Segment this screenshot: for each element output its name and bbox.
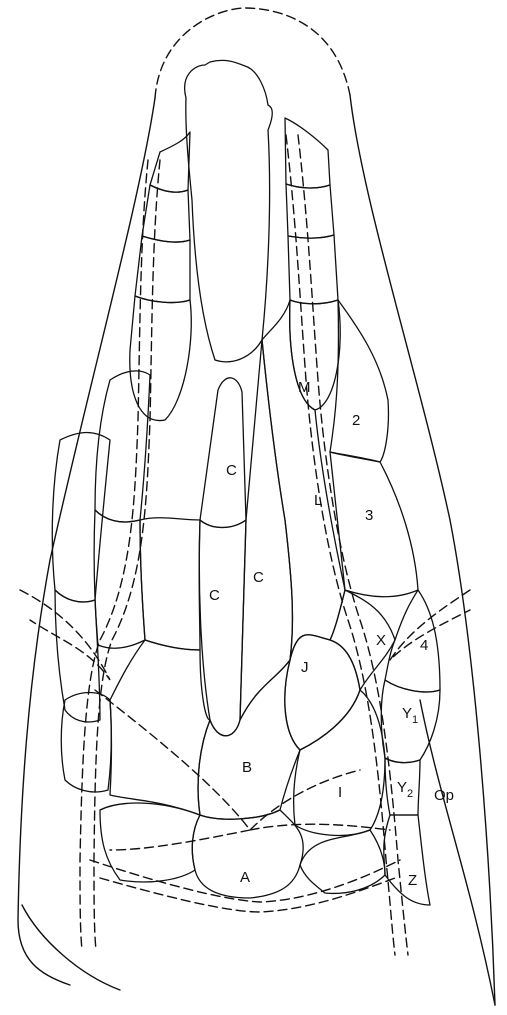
right-posterior-block bbox=[300, 830, 385, 893]
left-lateral-bone-6 bbox=[110, 640, 210, 815]
right-anterior-bone-1 bbox=[285, 118, 330, 188]
bone-2 bbox=[330, 300, 388, 462]
label-Z: Z bbox=[408, 872, 417, 889]
bone-C-lower bbox=[199, 520, 246, 736]
bone-C-middle bbox=[240, 340, 292, 720]
label-L: L bbox=[314, 492, 322, 509]
label-C-upper: C bbox=[226, 462, 237, 479]
bone-Z bbox=[384, 815, 430, 905]
left-infraorbital-canal-outer bbox=[80, 160, 148, 950]
left-lateral-bone-7 bbox=[140, 518, 200, 650]
right-anterior-bone-3 bbox=[288, 235, 338, 304]
left-lateral-bone-2 bbox=[52, 433, 110, 602]
left-posterior-block bbox=[100, 803, 200, 882]
head-outline-right bbox=[350, 95, 495, 1005]
right-infraorbital-canal-outer bbox=[298, 135, 408, 955]
label-C-middle: C bbox=[253, 569, 264, 586]
bone-4 bbox=[385, 590, 440, 692]
left-lateral-bone-1 bbox=[95, 371, 150, 522]
bone-I bbox=[294, 690, 385, 835]
label-B: B bbox=[242, 759, 252, 776]
label-Y2: Y2 bbox=[397, 779, 413, 800]
right-cross-canal bbox=[390, 590, 470, 660]
bone-J bbox=[285, 635, 360, 750]
head-outline-left bbox=[18, 98, 155, 985]
left-anterior-bone-1 bbox=[150, 132, 190, 192]
bone-3 bbox=[330, 452, 418, 597]
bone-B bbox=[198, 660, 300, 819]
label-M: M bbox=[298, 379, 311, 396]
right-cheek-edge bbox=[420, 700, 495, 1005]
label-C-lower: C bbox=[209, 587, 220, 604]
label-2: 2 bbox=[352, 412, 360, 429]
left-lateral-bone-4 bbox=[55, 590, 100, 722]
label-J: J bbox=[301, 659, 309, 676]
label-Op: Op bbox=[434, 787, 454, 804]
label-3: 3 bbox=[365, 507, 373, 524]
label-Y1: Y1 bbox=[402, 705, 418, 726]
left-anterior-bone-2 bbox=[142, 185, 190, 242]
label-4: 4 bbox=[420, 637, 428, 654]
bone-C-upper bbox=[200, 378, 246, 528]
rostral-opening bbox=[185, 60, 273, 361]
label-I: I bbox=[338, 784, 342, 801]
left-cheek-edge bbox=[22, 905, 120, 990]
label-X: X bbox=[376, 632, 386, 649]
left-anterior-bone-3 bbox=[135, 236, 190, 303]
label-A: A bbox=[240, 869, 250, 886]
